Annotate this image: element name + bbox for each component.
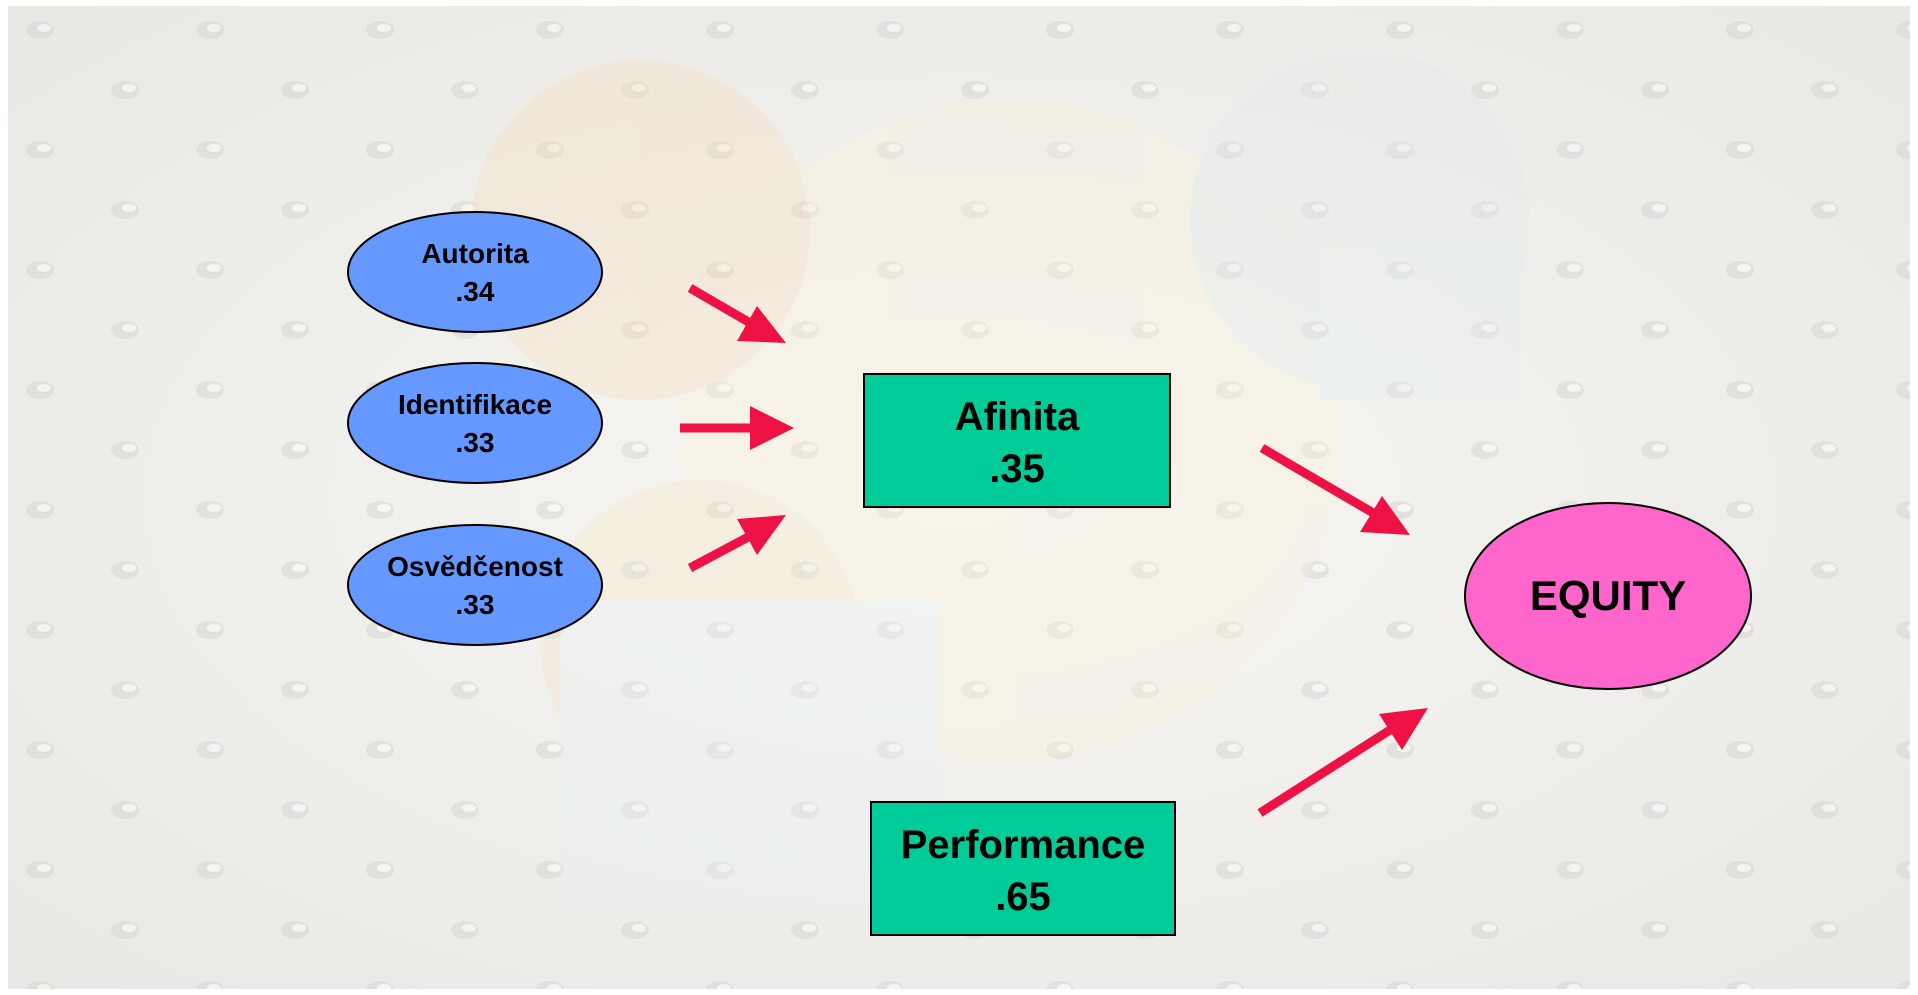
gear-shaft-right-icon <box>1320 250 1520 400</box>
factor-ellipse <box>347 211 603 333</box>
factor-label: Autorita <box>421 238 529 269</box>
arrows <box>680 284 1428 817</box>
arrowhead-icon <box>1379 708 1428 750</box>
arrow-autorita-afinita <box>687 284 786 343</box>
equity-ellipse <box>1464 502 1752 690</box>
factor-identifikace: Identifikace .33 <box>347 362 603 484</box>
factor-value: .33 <box>456 589 495 620</box>
factor-autorita: Autorita .34 <box>347 211 603 333</box>
factor-value: .33 <box>456 427 495 458</box>
arrowhead-icon <box>737 515 786 555</box>
performance-node: Performance .65 <box>870 801 1176 936</box>
arrowhead-icon <box>750 406 794 450</box>
arrow-osvedcenost-afinita <box>687 515 786 572</box>
equity-node: EQUITY <box>1464 502 1752 690</box>
performance-label: Performance <box>901 823 1146 867</box>
arrowhead-icon <box>737 306 786 343</box>
arrow-performance-equity <box>1257 708 1428 817</box>
equity-label: EQUITY <box>1530 572 1686 619</box>
factor-value: .34 <box>456 276 495 307</box>
factor-ellipse <box>347 362 603 484</box>
factor-ellipse <box>347 524 603 646</box>
performance-box <box>870 801 1176 936</box>
afinita-label: Afinita <box>955 395 1080 439</box>
arrow-afinita-equity <box>1259 444 1410 535</box>
factor-osvedcenost: Osvědčenost .33 <box>347 524 603 646</box>
afinita-box <box>863 373 1171 508</box>
afinita-value: .35 <box>989 447 1045 491</box>
arrowhead-icon <box>1360 496 1410 535</box>
factor-label: Identifikace <box>398 389 552 420</box>
performance-value: .65 <box>995 875 1051 919</box>
gear-right-icon <box>1190 50 1530 390</box>
gear-bottom-icon <box>540 480 860 800</box>
factor-label: Osvědčenost <box>387 551 563 582</box>
afinita-node: Afinita .35 <box>863 373 1171 508</box>
arrow-identifikace-afinita <box>680 406 794 450</box>
